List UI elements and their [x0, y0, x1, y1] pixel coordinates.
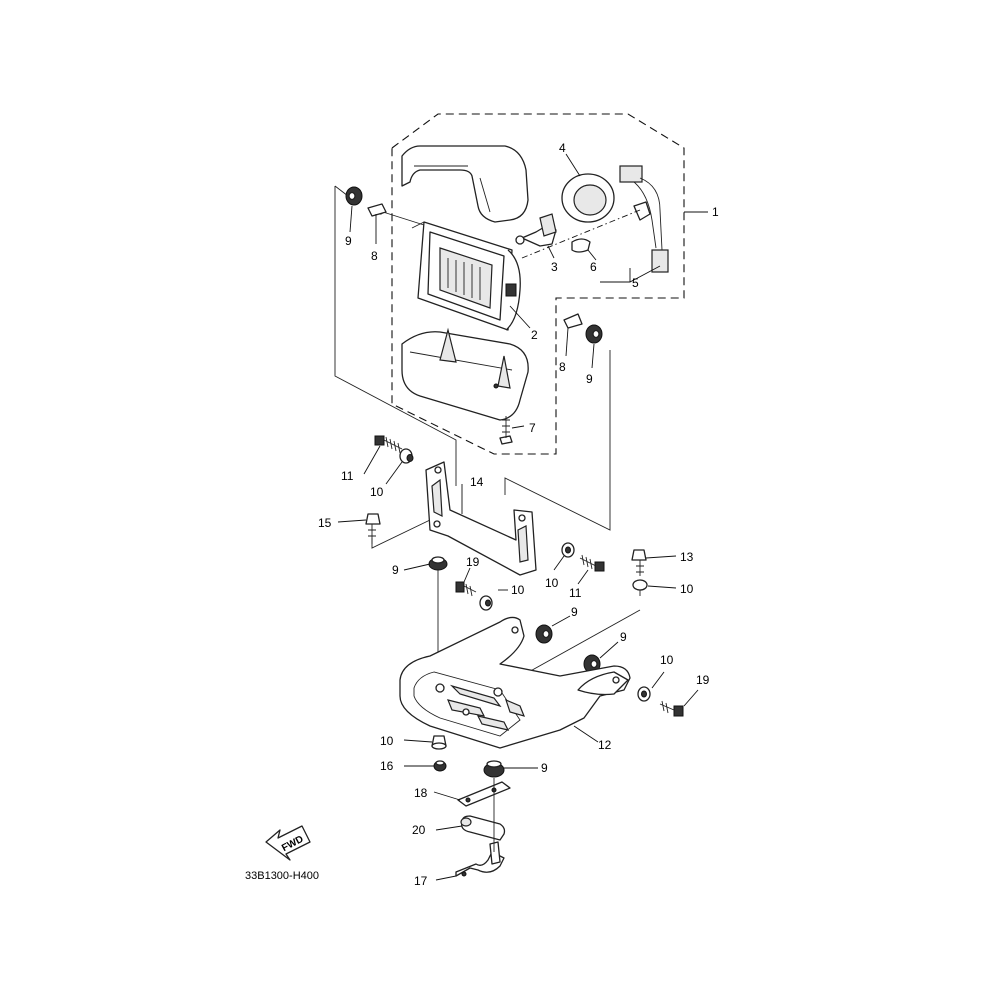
callout-2: 2 [531, 328, 538, 342]
collar-10-b [632, 579, 648, 596]
diagram-code: 33B1300-H400 [245, 870, 319, 882]
bulb-h4 [515, 213, 557, 247]
nut-16 [433, 760, 447, 772]
bolt-13 [631, 549, 647, 576]
grommet-left [345, 186, 363, 206]
callouts: 1 2 3 4 5 6 7 8 8 9 9 10 11 14 15 9 19 1… [318, 141, 719, 888]
grommet-9-mid [428, 556, 448, 571]
callout-9-mid: 9 [392, 563, 399, 577]
collar-10-left [399, 448, 414, 464]
callout-9-left: 9 [345, 234, 352, 248]
grommet-9-lower [483, 760, 505, 778]
callout-18: 18 [414, 786, 428, 800]
guide-line-left [334, 186, 457, 486]
clip-left [367, 203, 387, 217]
headlight-unit [376, 207, 521, 331]
callout-10-right: 10 [545, 576, 559, 590]
leader-lines [337, 153, 708, 881]
assembly-boundary [391, 113, 685, 455]
callout-19-right: 19 [696, 673, 710, 687]
callout-17: 17 [414, 874, 428, 888]
headlight-stay [399, 616, 631, 749]
guide-line-left-lower [371, 519, 431, 549]
headlight-rim [401, 145, 529, 223]
socket-cord [521, 165, 669, 273]
collar-10-right [561, 542, 575, 558]
callout-8-right: 8 [559, 360, 566, 374]
callout-14: 14 [470, 475, 484, 489]
grommet-9-stay [535, 624, 553, 644]
fwd-arrow-icon: FWD [265, 825, 311, 861]
callout-12: 12 [598, 738, 612, 752]
collar-10-mid [479, 595, 493, 611]
callout-10-bracket: 10 [370, 485, 384, 499]
callout-10-bolt13: 10 [680, 582, 694, 596]
callout-1: 1 [712, 205, 719, 219]
damper-20 [460, 815, 506, 841]
bolt-19-right [659, 700, 684, 717]
bolt-19-mid [455, 581, 477, 597]
callout-15: 15 [318, 516, 332, 530]
callout-6: 6 [590, 260, 597, 274]
headlight-bracket [425, 461, 537, 576]
grommet-right [585, 324, 603, 344]
bulb-cover [561, 173, 615, 223]
callout-5: 5 [632, 276, 639, 290]
callout-13: 13 [680, 550, 694, 564]
plate-18 [457, 781, 511, 807]
clamp-17 [455, 841, 505, 877]
screw-7 [499, 416, 513, 445]
callout-11-right: 11 [569, 586, 582, 600]
guide-line-right [504, 350, 611, 531]
callout-19-mid: 19 [466, 555, 480, 569]
grommet-9-stay-right [583, 654, 601, 674]
callout-9-stay-right: 9 [620, 630, 627, 644]
clip-right [563, 313, 583, 329]
callout-10-mid: 10 [511, 583, 525, 597]
callout-4: 4 [559, 141, 566, 155]
bolt-11-left [374, 435, 403, 454]
bolt-15 [365, 513, 381, 544]
collar-10-lower [431, 735, 447, 750]
callout-20: 20 [412, 823, 426, 837]
callout-16: 16 [380, 759, 394, 773]
callout-10-lower: 10 [380, 734, 394, 748]
callout-8-left: 8 [371, 249, 378, 263]
bolt-11-right [579, 554, 605, 572]
callout-9-stay: 9 [571, 605, 578, 619]
collar-10-stay [637, 686, 651, 702]
callout-10-stay: 10 [660, 653, 674, 667]
callout-7: 7 [529, 421, 536, 435]
callout-9-lower: 9 [541, 761, 548, 775]
callout-9-right: 9 [586, 372, 593, 386]
headlight-case [401, 327, 529, 421]
callout-3: 3 [551, 260, 558, 274]
callout-11-left: 11 [341, 469, 354, 483]
